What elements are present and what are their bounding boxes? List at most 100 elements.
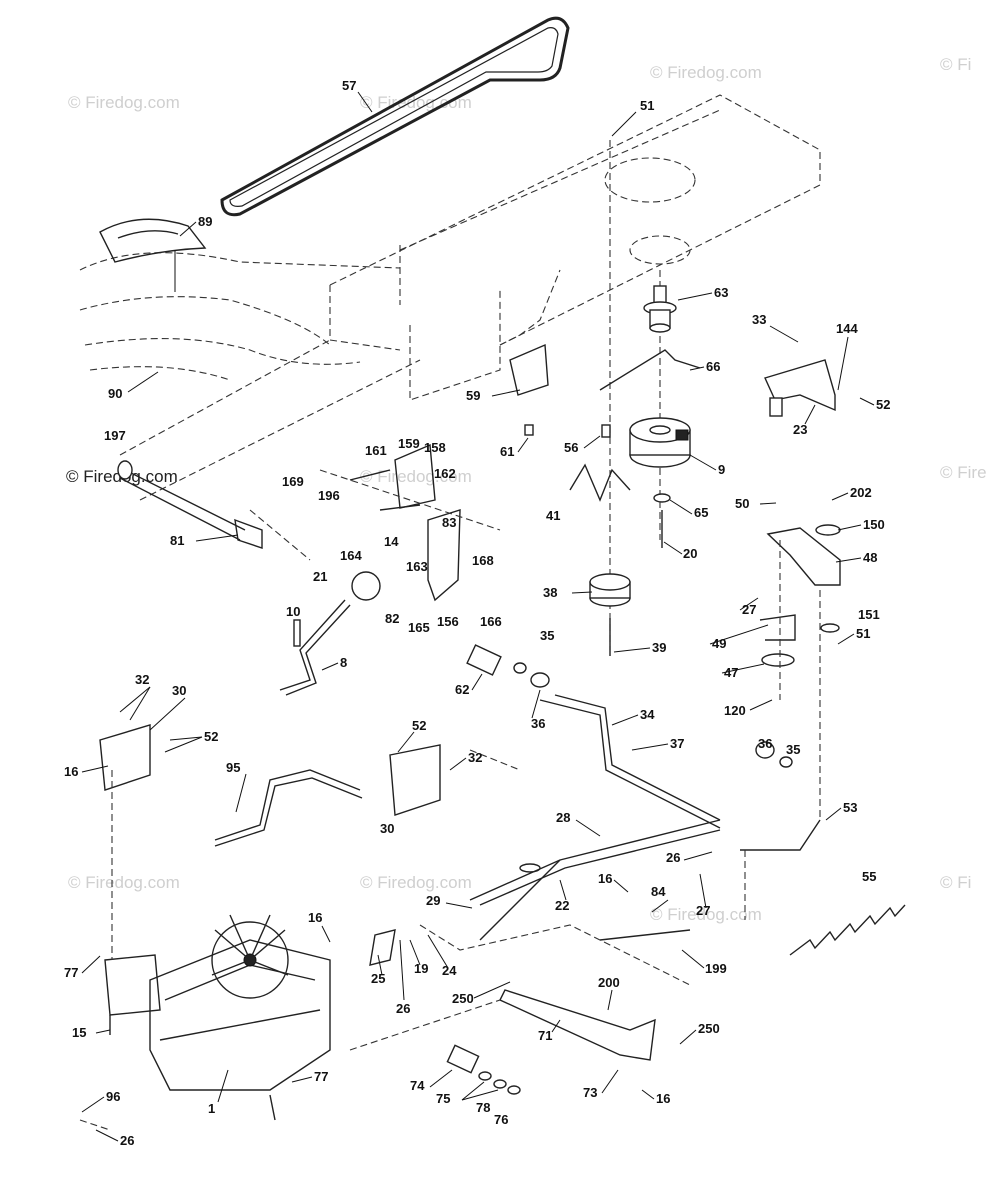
callout-35: 35 [786, 742, 800, 757]
knob [351, 571, 381, 601]
callout-63: 63 [714, 285, 728, 300]
callout-95: 95 [226, 760, 240, 775]
callout-66: 66 [706, 359, 720, 374]
lift-lever [279, 599, 346, 691]
callout-89: 89 [198, 214, 212, 229]
callout-24: 24 [442, 963, 457, 978]
watermark: © Firedog.com [360, 873, 472, 892]
callout-29: 29 [426, 893, 440, 908]
callout-53: 53 [843, 800, 857, 815]
callout-202: 202 [850, 485, 872, 500]
callout-27: 27 [696, 903, 710, 918]
callout-169: 169 [282, 474, 304, 489]
callout-23: 23 [793, 422, 807, 437]
callout-120: 120 [724, 703, 746, 718]
bracket [389, 744, 441, 816]
idler-pulley [589, 573, 631, 607]
callout-196: 196 [318, 488, 340, 503]
callout-56: 56 [564, 440, 578, 455]
callout-159: 159 [398, 436, 420, 451]
callout-26: 26 [120, 1133, 134, 1148]
rod [599, 929, 691, 941]
callout-14: 14 [384, 534, 399, 549]
callout-82: 82 [385, 611, 399, 626]
electric-clutch [629, 417, 691, 468]
callout-150: 150 [863, 517, 885, 532]
callout-77: 77 [64, 965, 78, 980]
washer [815, 524, 841, 536]
callout-77: 77 [314, 1069, 328, 1084]
washer [513, 662, 527, 674]
watermark: © Firedog.com [360, 93, 472, 112]
callout-21: 21 [313, 569, 327, 584]
callout-197: 197 [104, 428, 126, 443]
callout-151: 151 [858, 607, 880, 622]
callout-52: 52 [876, 397, 890, 412]
callout-83: 83 [442, 515, 456, 530]
callout-161: 161 [365, 443, 387, 458]
brake-shaft [119, 469, 246, 541]
pulley [761, 653, 795, 667]
callout-65: 65 [694, 505, 708, 520]
callout-8: 8 [340, 655, 347, 670]
callout-28: 28 [556, 810, 570, 825]
callout-19: 19 [414, 961, 428, 976]
callout-78: 78 [476, 1100, 490, 1115]
callout-16: 16 [656, 1091, 670, 1106]
callout-158: 158 [424, 440, 446, 455]
callout-26: 26 [666, 850, 680, 865]
leader-lines [81, 91, 875, 1142]
callout-90: 90 [108, 386, 122, 401]
bracket [394, 443, 436, 509]
callout-52: 52 [204, 729, 218, 744]
callout-37: 37 [670, 736, 684, 751]
spindle [643, 285, 677, 333]
callout-16: 16 [598, 871, 612, 886]
callout-144: 144 [836, 321, 858, 336]
washer [779, 756, 793, 768]
callout-75: 75 [436, 1091, 450, 1106]
callout-16: 16 [64, 764, 78, 779]
callout-1: 1 [208, 1101, 215, 1116]
callout-34: 34 [640, 707, 655, 722]
washer [820, 623, 840, 633]
bolt [293, 619, 301, 647]
bushing [117, 460, 133, 480]
bushing [466, 644, 502, 676]
bracket [427, 509, 461, 602]
brace [509, 343, 549, 396]
callout-52: 52 [412, 718, 426, 733]
shift-rod [554, 694, 721, 821]
bolt [524, 424, 534, 436]
pedal-pad [99, 218, 207, 292]
callout-55: 55 [862, 869, 876, 884]
watermark: © Firedog.com [68, 873, 180, 892]
belt-guide [759, 614, 796, 641]
transaxle [104, 914, 331, 1121]
pin [769, 397, 783, 417]
callout-165: 165 [408, 620, 430, 635]
callout-51: 51 [640, 98, 654, 113]
callout-9: 9 [718, 462, 725, 477]
callout-74: 74 [410, 1078, 425, 1093]
washer [493, 1079, 507, 1089]
tractor-frame [79, 94, 821, 501]
callout-32: 32 [135, 672, 149, 687]
bolt [601, 424, 611, 438]
callout-162: 162 [434, 466, 456, 481]
bushing [446, 1044, 480, 1074]
rod [740, 819, 821, 851]
washer [530, 672, 550, 688]
callout-200: 200 [598, 975, 620, 990]
callout-36: 36 [531, 716, 545, 731]
callout-71: 71 [538, 1028, 552, 1043]
watermark: © Fi [940, 873, 971, 892]
washer [755, 741, 775, 759]
washer [478, 1071, 492, 1081]
shift-plate [499, 989, 656, 1061]
handle [214, 769, 361, 841]
callout-61: 61 [500, 444, 514, 459]
watermark: © Firedog.com [650, 905, 762, 924]
callout-62: 62 [455, 682, 469, 697]
callout-59: 59 [466, 388, 480, 403]
